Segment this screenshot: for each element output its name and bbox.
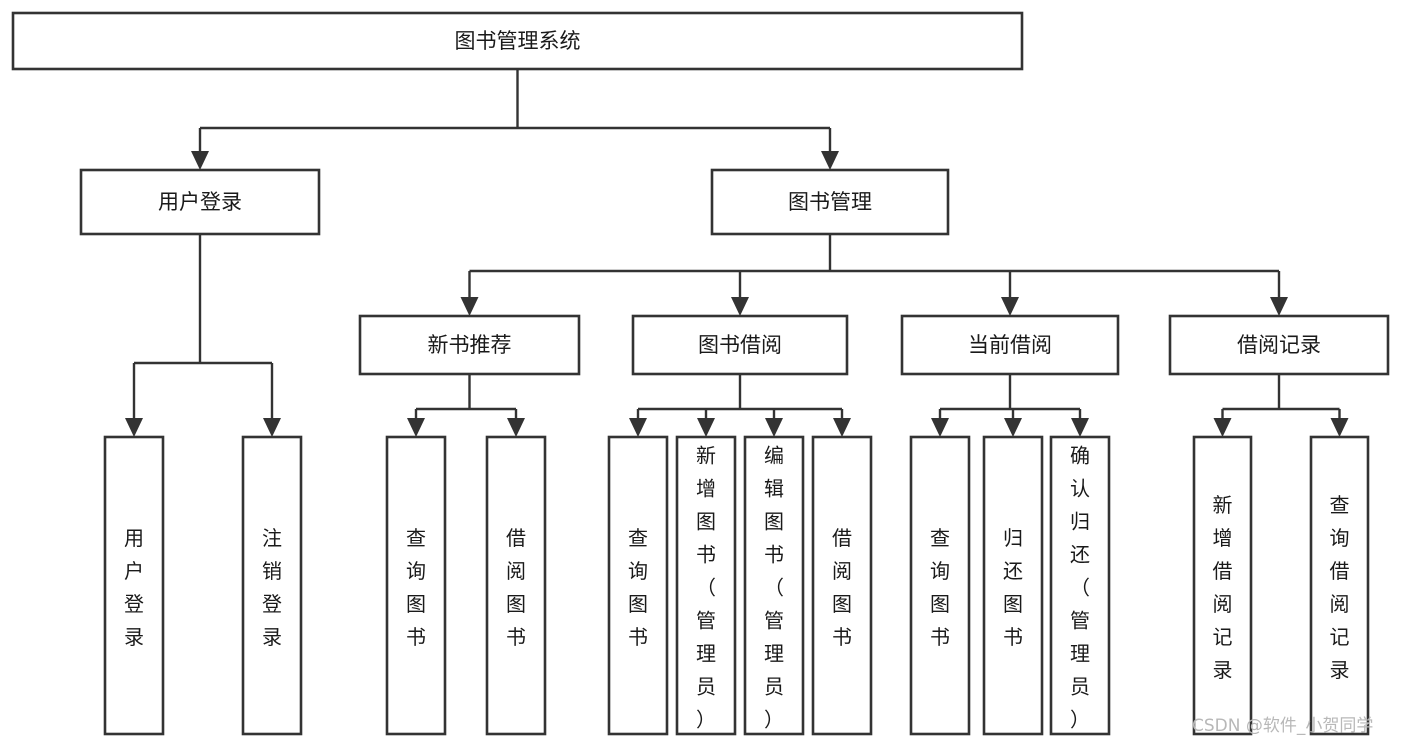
node-box[interactable] [103, 435, 165, 736]
edges-layer [125, 69, 1349, 437]
connector-group [460, 234, 1288, 316]
arrowhead-icon [507, 418, 525, 437]
node-leaf-add-record[interactable]: 新增借阅记录 [1192, 435, 1253, 736]
node-borrow-record[interactable]: 借阅记录 [1168, 314, 1390, 376]
node-leaf-confirm-return[interactable]: 确认归还（管理员） [1049, 435, 1111, 736]
arrowhead-icon [263, 418, 281, 437]
arrowhead-icon [407, 418, 425, 437]
node-label: 查询图书 [930, 526, 950, 649]
node-new-book-rec[interactable]: 新书推荐 [358, 314, 581, 376]
node-leaf-return-book[interactable]: 归还图书 [982, 435, 1044, 736]
node-label: 用户登录 [124, 526, 144, 649]
node-box[interactable] [900, 314, 1120, 376]
node-box[interactable] [982, 435, 1044, 736]
node-label: 查询图书 [406, 526, 426, 649]
connector-group [191, 69, 839, 170]
node-label: 确认归还（管理员） [1070, 444, 1090, 732]
arrowhead-icon [125, 418, 143, 437]
node-leaf-edit-book[interactable]: 编辑图书（管理员） [743, 435, 805, 736]
node-user-login[interactable]: 用户登录 [79, 168, 321, 236]
node-label: 归还图书 [1003, 526, 1023, 649]
node-box[interactable] [607, 435, 669, 736]
node-box[interactable] [485, 435, 547, 736]
arrowhead-icon [765, 418, 783, 437]
node-label: 借阅图书 [506, 526, 526, 649]
node-box[interactable] [631, 314, 849, 376]
arrowhead-icon [1071, 418, 1089, 437]
connector-group [931, 374, 1089, 437]
arrowhead-icon [460, 297, 479, 316]
nodes-layer: 图书管理系统用户登录图书管理新书推荐图书借阅当前借阅借阅记录用户登录注销登录查询… [11, 11, 1390, 736]
arrowhead-icon [931, 418, 949, 437]
node-label: 新增图书（管理员） [696, 444, 716, 732]
node-box[interactable] [1168, 314, 1390, 376]
arrowhead-icon [1213, 418, 1232, 437]
arrowhead-icon [697, 418, 715, 437]
node-label: 借阅图书 [832, 526, 852, 649]
csdn-watermark: CSDN @软件_小贺同学 [1192, 716, 1373, 736]
node-leaf-borrow-book-rec[interactable]: 借阅图书 [485, 435, 547, 736]
node-box[interactable] [743, 435, 805, 736]
node-label: 借阅记录 [1237, 333, 1321, 357]
node-leaf-query-record[interactable]: 查询借阅记录 [1309, 435, 1370, 736]
node-box[interactable] [1309, 435, 1370, 736]
connector-group [629, 374, 851, 437]
node-leaf-user-login[interactable]: 用户登录 [103, 435, 165, 736]
arrowhead-icon [191, 151, 209, 170]
node-box[interactable] [710, 168, 950, 236]
node-root-root[interactable]: 图书管理系统 [11, 11, 1024, 71]
arrowhead-icon [821, 151, 839, 170]
node-book-borrow[interactable]: 图书借阅 [631, 314, 849, 376]
node-current-borrow[interactable]: 当前借阅 [900, 314, 1120, 376]
connector-group [1213, 374, 1349, 437]
node-label: 图书管理系统 [455, 29, 581, 53]
node-box[interactable] [79, 168, 321, 236]
node-book-manage[interactable]: 图书管理 [710, 168, 950, 236]
arrowhead-icon [1001, 297, 1019, 316]
node-leaf-logout[interactable]: 注销登录 [241, 435, 303, 736]
node-leaf-query-book-bb[interactable]: 查询图书 [607, 435, 669, 736]
node-label: 查询借阅记录 [1330, 493, 1350, 682]
connector-group [407, 374, 525, 437]
arrowhead-icon [1270, 297, 1288, 316]
node-label: 当前借阅 [968, 333, 1052, 357]
node-box[interactable] [385, 435, 447, 736]
node-label: 编辑图书（管理员） [764, 444, 784, 732]
node-box[interactable] [909, 435, 971, 736]
node-box[interactable] [241, 435, 303, 736]
arrowhead-icon [833, 418, 851, 437]
arrowhead-icon [1004, 418, 1022, 437]
node-leaf-query-book-rec[interactable]: 查询图书 [385, 435, 447, 736]
node-leaf-query-book-cb[interactable]: 查询图书 [909, 435, 971, 736]
arrowhead-icon [731, 297, 749, 316]
connector-group [125, 234, 281, 437]
node-label: 新增借阅记录 [1213, 493, 1233, 682]
node-label: 查询图书 [628, 526, 648, 649]
arrowhead-icon [1330, 418, 1349, 437]
node-label: 用户登录 [158, 190, 242, 214]
node-label: 注销登录 [262, 526, 282, 649]
node-leaf-add-book[interactable]: 新增图书（管理员） [675, 435, 737, 736]
node-label: 图书管理 [788, 190, 872, 214]
node-leaf-borrow-book-bb[interactable]: 借阅图书 [811, 435, 873, 736]
node-box[interactable] [811, 435, 873, 736]
node-box[interactable] [1049, 435, 1111, 736]
node-box[interactable] [675, 435, 737, 736]
node-label: 新书推荐 [428, 333, 512, 357]
node-box[interactable] [358, 314, 581, 376]
node-label: 图书借阅 [698, 333, 782, 357]
arrowhead-icon [629, 418, 647, 437]
node-box[interactable] [11, 11, 1024, 71]
node-box[interactable] [1192, 435, 1253, 736]
